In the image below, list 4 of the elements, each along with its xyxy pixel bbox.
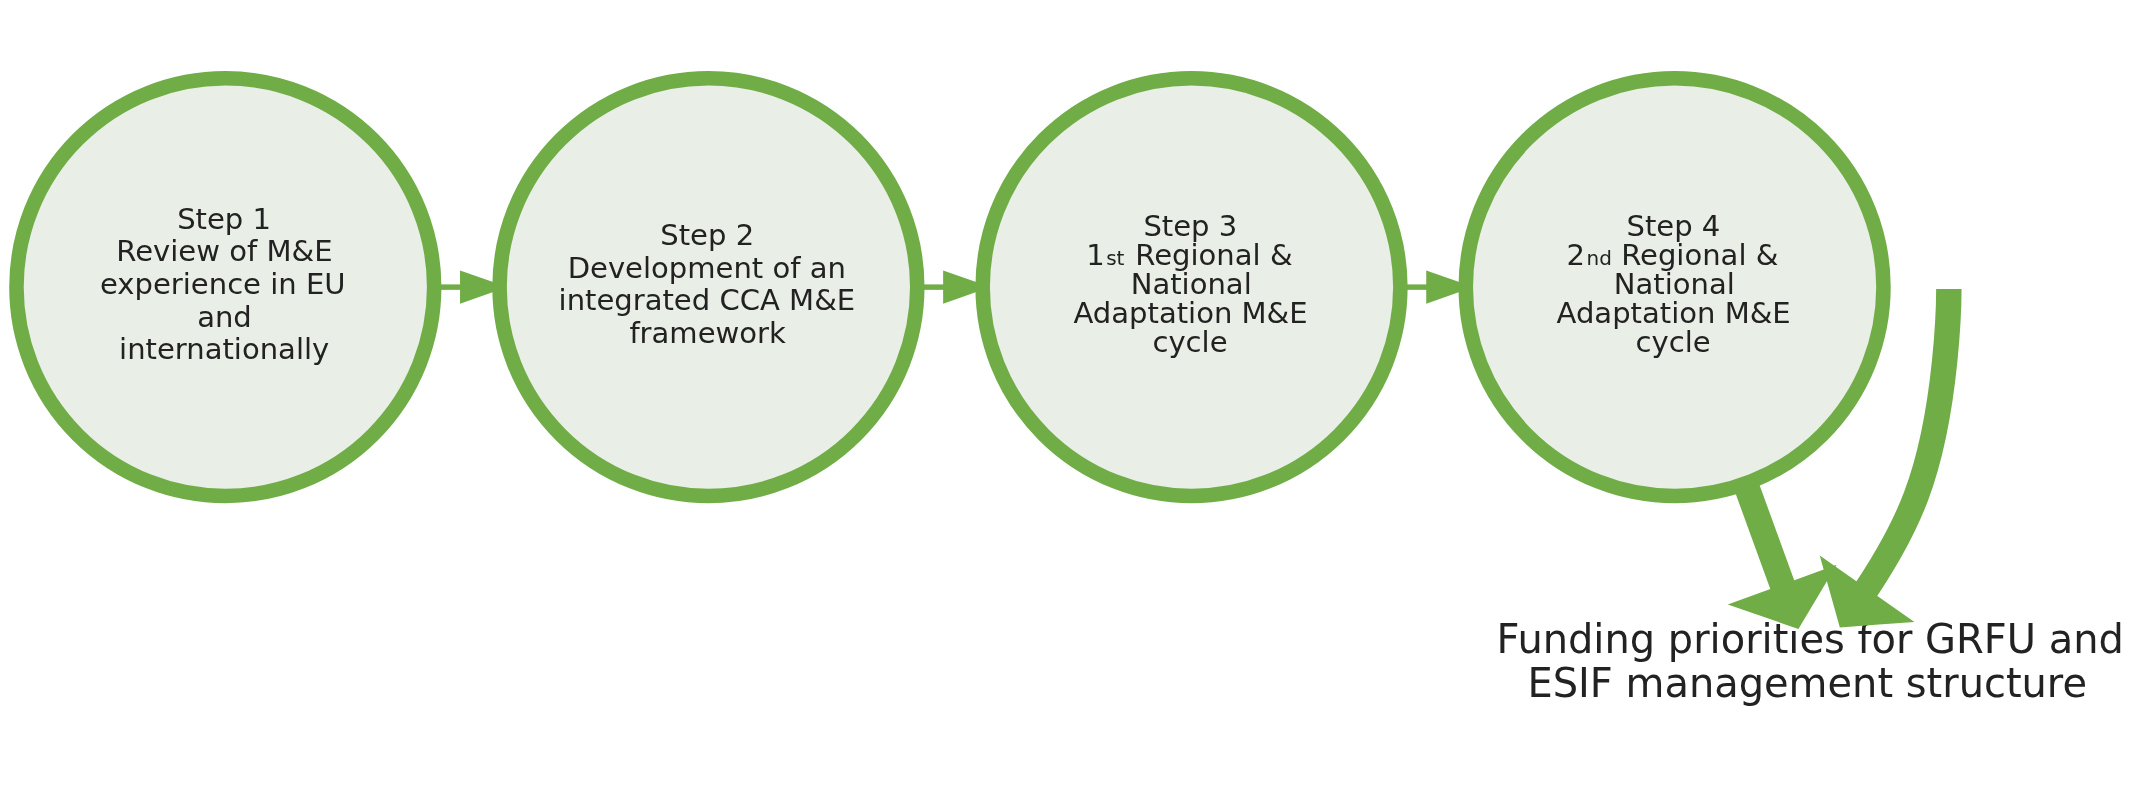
- node-circle: Step 2 Development of an integrated CCA M&E framework: [492, 70, 925, 503]
- arrow: [1819, 288, 1962, 627]
- node-circle: Step 1 Review of M&E experience in EU and internationally: [9, 70, 442, 503]
- node-circle: Step 3 1st Regional & National Adaptation M&E cycle: [975, 70, 1408, 503]
